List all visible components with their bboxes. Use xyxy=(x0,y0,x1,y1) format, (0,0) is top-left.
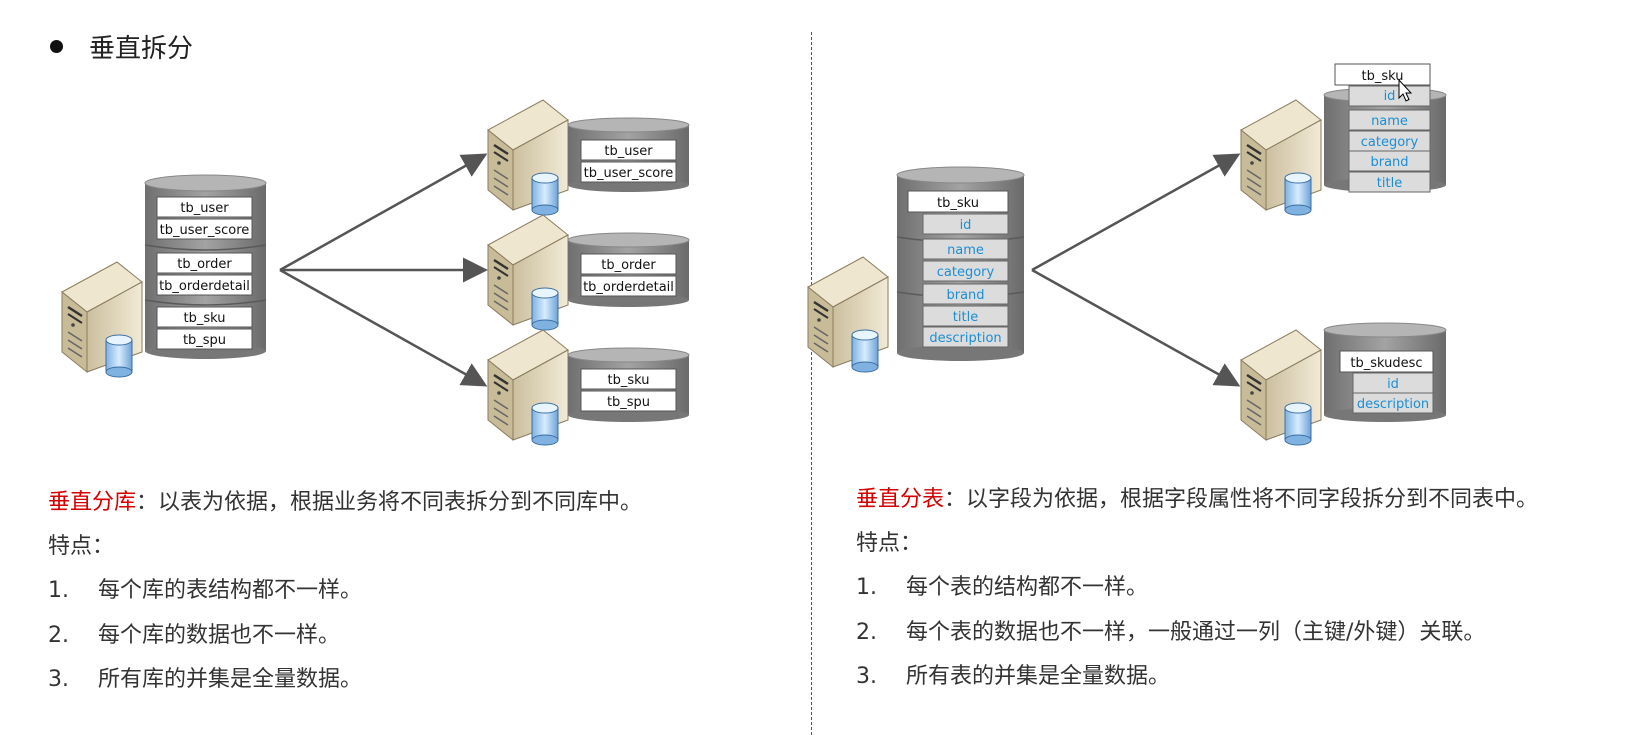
left-arrows xyxy=(279,153,488,387)
table-box: tb_orderdetail xyxy=(156,274,253,296)
svg-text:title: title xyxy=(1377,176,1402,191)
right-target-2: tb_skudesc id description xyxy=(1239,322,1447,447)
left-term: 垂直分库 xyxy=(48,490,137,515)
svg-text:category: category xyxy=(937,265,995,280)
svg-text:title: title xyxy=(953,310,978,325)
arrow xyxy=(1031,268,1241,387)
heading-text: 垂直拆分 xyxy=(89,34,194,64)
center-divider xyxy=(811,32,812,735)
svg-text:id: id xyxy=(1384,89,1396,104)
svg-text:tb_sku: tb_sku xyxy=(937,196,979,211)
right-desc-line: 垂直分表：以字段为依据，根据字段属性将不同字段拆分到不同表中。 xyxy=(856,481,1538,513)
right-features-label: 特点： xyxy=(856,531,923,556)
right-arrows xyxy=(1031,153,1241,387)
svg-text:tb_sku: tb_sku xyxy=(184,311,226,326)
left-source-server xyxy=(60,260,144,379)
right-point: 1.每个表的结构都不一样。 xyxy=(856,575,1149,600)
table-box: tb_spu xyxy=(156,328,253,350)
left-desc-text: ：以表为依据，根据业务将不同表拆分到不同库中。 xyxy=(136,490,643,515)
left-target-3: tb_sku tb_spu xyxy=(486,328,690,447)
svg-text:tb_spu: tb_spu xyxy=(607,395,650,410)
right-source-table: tb_sku id name category brand title desc… xyxy=(907,190,1009,348)
arrow xyxy=(279,153,488,272)
svg-text:tb_orderdetail: tb_orderdetail xyxy=(159,279,250,294)
right-target-1: tb_sku id name category brand title xyxy=(1239,63,1447,217)
svg-text:brand: brand xyxy=(1370,155,1408,170)
svg-text:name: name xyxy=(1371,114,1408,129)
table-box: tb_user_score xyxy=(156,218,253,240)
section-heading: 垂直拆分 xyxy=(50,28,193,65)
svg-text:tb_order: tb_order xyxy=(601,258,656,273)
svg-text:tb_skudesc: tb_skudesc xyxy=(1350,356,1422,371)
left-point: 3.所有库的并集是全量数据。 xyxy=(48,667,363,692)
arrow xyxy=(279,268,488,387)
right-source-server xyxy=(806,255,890,374)
svg-text:name: name xyxy=(947,243,984,258)
left-point: 1.每个库的表结构都不一样。 xyxy=(48,578,363,603)
right-term: 垂直分表 xyxy=(856,487,945,512)
table-box: tb_sku xyxy=(156,306,253,328)
svg-text:tb_sku: tb_sku xyxy=(1362,69,1404,84)
table-box: tb_order xyxy=(156,252,253,274)
arrow xyxy=(1031,153,1241,272)
right-point: 3.所有表的并集是全量数据。 xyxy=(856,664,1171,689)
svg-text:tb_orderdetail: tb_orderdetail xyxy=(583,280,674,295)
left-desc-line: 垂直分库：以表为依据，根据业务将不同表拆分到不同库中。 xyxy=(48,484,642,516)
right-desc-text: ：以字段为依据，根据字段属性将不同字段拆分到不同表中。 xyxy=(944,487,1539,512)
svg-text:id: id xyxy=(1387,377,1399,392)
left-source-tables: tb_user tb_user_score tb_order tb_orderd… xyxy=(156,196,253,350)
svg-text:tb_spu: tb_spu xyxy=(183,333,226,348)
left-target-2: tb_order tb_orderdetail xyxy=(486,213,690,332)
right-point: 2.每个表的数据也不一样，一般通过一列（主键/外键）关联。 xyxy=(856,620,1486,645)
svg-text:category: category xyxy=(1361,135,1419,150)
svg-text:tb_user: tb_user xyxy=(180,201,229,216)
left-point: 2.每个库的数据也不一样。 xyxy=(48,623,341,648)
svg-text:id: id xyxy=(960,218,972,233)
left-features-label: 特点： xyxy=(48,534,115,559)
svg-text:tb_user_score: tb_user_score xyxy=(160,223,250,238)
mouse-cursor-icon xyxy=(1398,78,1413,102)
svg-text:brand: brand xyxy=(946,288,984,303)
svg-text:description: description xyxy=(1357,397,1429,412)
table-box: tb_user xyxy=(156,196,253,218)
svg-text:tb_user_score: tb_user_score xyxy=(584,166,674,181)
svg-text:tb_order: tb_order xyxy=(177,257,232,272)
left-target-1: tb_user tb_user_score xyxy=(486,98,690,217)
diagram-canvas: tb_user tb_user_score tb_order tb_orderd… xyxy=(60,63,1447,447)
svg-text:description: description xyxy=(929,331,1001,346)
svg-text:tb_sku: tb_sku xyxy=(608,373,650,388)
bullet-dot xyxy=(50,40,63,53)
svg-text:tb_user: tb_user xyxy=(604,144,653,159)
